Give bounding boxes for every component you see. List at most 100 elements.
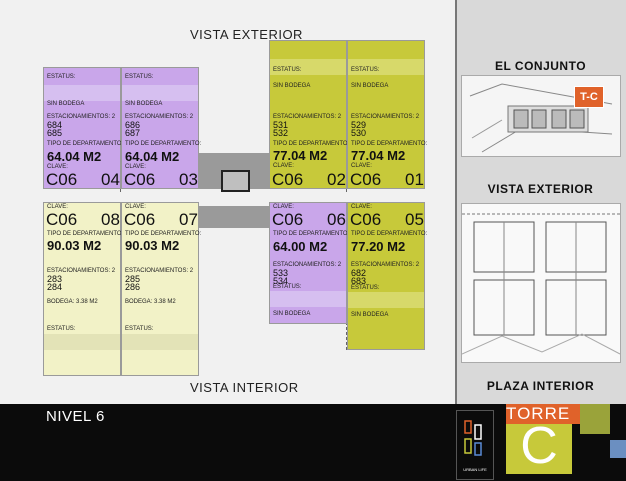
- area-value: 64.04 M2: [125, 149, 180, 164]
- status-band: [270, 59, 346, 75]
- clave-label: CLAVE:: [273, 163, 294, 169]
- unit-05[interactable]: CLAVE: C06 05 TIPO DE DEPARTAMENTO: 77.2…: [347, 202, 428, 350]
- parking-number: 286: [125, 282, 141, 292]
- status-band: [44, 85, 120, 101]
- clave-label: CLAVE:: [125, 164, 146, 170]
- parking-label: ESTACIONAMIENTOS: 2: [351, 262, 420, 268]
- parking-number: 533: [273, 268, 289, 278]
- type-label: TIPO DE DEPARTAMENTO:: [47, 141, 124, 147]
- nivel-label: NIVEL 6: [46, 408, 105, 425]
- status-band: [348, 59, 424, 75]
- parking-label: ESTACIONAMIENTOS: 2: [47, 268, 116, 274]
- unit-number: 08: [101, 210, 120, 229]
- unit-code: C06: [46, 170, 78, 189]
- bodega-label: SIN BODEGA: [47, 101, 85, 107]
- status-band: [348, 292, 424, 308]
- parking-number: 685: [47, 128, 63, 138]
- vista-interior-heading: VISTA INTERIOR: [190, 380, 299, 395]
- unit-01[interactable]: ESTATUS: SIN BODEGA ESTACIONAMIENTOS: 2 …: [347, 40, 428, 189]
- facade-drawing-icon: [461, 204, 621, 362]
- parking-label: ESTACIONAMIENTOS: 2: [125, 114, 194, 120]
- stair-core-bottom: [199, 206, 271, 228]
- parking-number: 529: [351, 120, 367, 130]
- parking-number: 285: [125, 274, 141, 284]
- logo-text: URBAN LIFE: [463, 467, 487, 472]
- urban-life-logo-icon: [464, 420, 482, 456]
- vista-exterior-title: VISTA EXTERIOR: [487, 182, 594, 196]
- clave-label: CLAVE:: [47, 164, 68, 170]
- area-value: 77.04 M2: [273, 148, 328, 163]
- status-label: ESTATUS:: [125, 74, 154, 80]
- status-band: [122, 85, 198, 101]
- parking-number: 531: [273, 120, 289, 130]
- accent-green-block: [580, 404, 610, 434]
- status-label: ESTATUS:: [351, 67, 380, 73]
- status-band: [44, 334, 120, 350]
- bodega-label: SIN BODEGA: [273, 311, 311, 317]
- parking-number: 534: [273, 276, 289, 286]
- bodega-label: SIN BODEGA: [351, 312, 389, 318]
- status-label: ESTATUS:: [351, 285, 380, 291]
- area-value: 64.00 M2: [273, 239, 328, 254]
- parking-number: 687: [125, 128, 141, 138]
- parking-label: ESTACIONAMIENTOS: 2: [47, 114, 116, 120]
- unit-code: C06: [272, 210, 304, 229]
- unit-number: 03: [179, 170, 198, 189]
- unit-08[interactable]: CLAVE: C06 08 TIPO DE DEPARTAMENTO: 90.0…: [43, 202, 124, 376]
- parking-number: 682: [351, 268, 367, 278]
- vista-exterior-heading: VISTA EXTERIOR: [190, 27, 303, 42]
- unit-06[interactable]: CLAVE: C06 06 TIPO DE DEPARTAMENTO: 64.0…: [269, 202, 350, 324]
- area-value: 90.03 M2: [47, 238, 102, 253]
- bodega-label: SIN BODEGA: [273, 83, 311, 89]
- unit-code: C06: [350, 170, 382, 189]
- unit-number: 04: [101, 170, 120, 189]
- elevator-icon: [221, 170, 250, 192]
- unit-code: C06: [124, 210, 156, 229]
- urban-life-logo: URBAN LIFE: [456, 410, 494, 480]
- floor-plan-area: VISTA EXTERIOR VISTA INTERIOR ESTATUS: S…: [43, 27, 428, 395]
- type-label: TIPO DE DEPARTAMENTO:: [47, 231, 124, 237]
- area-value: 77.04 M2: [351, 148, 406, 163]
- type-label: TIPO DE DEPARTAMENTO:: [273, 231, 350, 237]
- type-label: TIPO DE DEPARTAMENTO:: [351, 141, 428, 147]
- parking-number: 530: [351, 128, 367, 138]
- torre-label: TORRE: [506, 404, 571, 423]
- unit-04[interactable]: ESTATUS: SIN BODEGA ESTACIONAMIENTOS: 2 …: [43, 67, 124, 189]
- unit-03[interactable]: ESTATUS: SIN BODEGA ESTACIONAMIENTOS: 2 …: [121, 67, 202, 189]
- torre-letter: C: [520, 417, 558, 475]
- area-value: 64.04 M2: [47, 149, 102, 164]
- status-label: ESTATUS:: [273, 284, 302, 290]
- vista-exterior-thumbnail[interactable]: [461, 203, 621, 363]
- torre-letter-block: [506, 424, 572, 474]
- unit-number: 01: [405, 170, 424, 189]
- parking-number: 532: [273, 128, 289, 138]
- unit-code: C06: [46, 210, 78, 229]
- parking-number: 283: [47, 274, 63, 284]
- unit-07[interactable]: CLAVE: C06 07 TIPO DE DEPARTAMENTO: 90.0…: [121, 202, 202, 376]
- plaza-interior-title: PLAZA INTERIOR: [486, 379, 595, 393]
- unit-code: C06: [272, 170, 304, 189]
- parking-number: 284: [47, 282, 63, 292]
- area-value: 90.03 M2: [125, 238, 180, 253]
- el-conjunto-title: EL CONJUNTO: [494, 59, 587, 73]
- unit-number: 05: [405, 210, 424, 229]
- type-label: TIPO DE DEPARTAMENTO:: [125, 141, 202, 147]
- accent-blue-block: [610, 440, 626, 458]
- type-label: TIPO DE DEPARTAMENTO:: [125, 231, 202, 237]
- parking-label: ESTACIONAMIENTOS: 2: [273, 114, 342, 120]
- type-label: TIPO DE DEPARTAMENTO:: [351, 231, 428, 237]
- parking-number: 683: [351, 276, 367, 286]
- unit-code: C06: [350, 210, 382, 229]
- unit-number: 02: [327, 170, 346, 189]
- bodega-label: SIN BODEGA: [125, 101, 163, 107]
- bodega-label: BODEGA: 3.38 M2: [47, 299, 98, 305]
- clave-label: CLAVE:: [125, 204, 146, 210]
- unit-02[interactable]: ESTATUS: SIN BODEGA ESTACIONAMIENTOS: 2 …: [269, 40, 349, 189]
- parking-label: ESTACIONAMIENTOS: 2: [125, 268, 194, 274]
- clave-label: CLAVE:: [351, 163, 372, 169]
- status-band: [270, 291, 346, 307]
- clave-label: CLAVE:: [273, 204, 294, 210]
- bodega-label: SIN BODEGA: [351, 83, 389, 89]
- status-label: ESTATUS:: [273, 67, 302, 73]
- bodega-label: BODEGA: 3.38 M2: [125, 299, 176, 305]
